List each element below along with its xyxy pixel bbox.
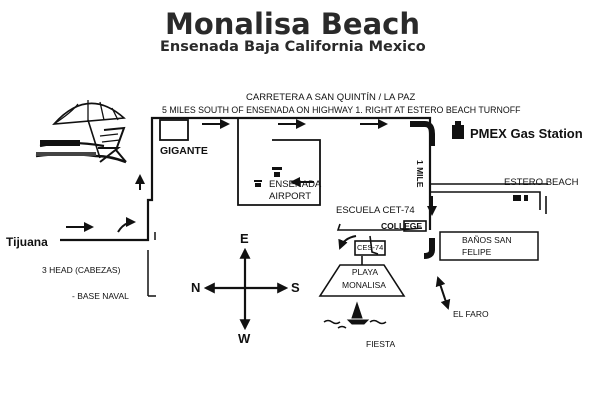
phone-icon (254, 167, 282, 187)
mile-label: 1 MILE (415, 160, 425, 188)
college-label: COLLEGE (381, 221, 423, 231)
beach-chair-icon (98, 126, 127, 163)
compass-e-label: E (240, 231, 249, 246)
college-area (336, 220, 427, 256)
base-naval-label: - BASE NAVAL (72, 291, 129, 301)
sailboat-icon (323, 301, 387, 329)
playa-monalisa-label: PLAYA MONALISA (342, 267, 386, 290)
three-head-label: 3 HEAD (CABEZAS) (42, 265, 121, 275)
beach-umbrella-icon (35, 100, 127, 164)
estero-road (430, 183, 548, 214)
estero-marks (513, 195, 528, 201)
compass-w-label: W (238, 331, 251, 346)
page-subtitle: Ensenada Baja California Mexico (160, 39, 426, 55)
page-title: Monalisa Beach (165, 7, 420, 41)
estero-beach-label: ESTERO BEACH (504, 177, 579, 188)
airport-block (237, 118, 321, 206)
college-sign-label: CES-74 (357, 243, 384, 252)
road-label-highway: CARRETERA A SAN QUINTÍN / LA PAZ (246, 92, 416, 103)
el-faro-label: EL FARO (453, 309, 489, 319)
tijuana-label: Tijuana (6, 235, 48, 249)
road-label-directions: 5 MILES SOUTH OF ENSENADA ON HIGHWAY 1. … (162, 105, 521, 115)
faro-road (435, 276, 451, 310)
playa-monalisa (318, 256, 406, 297)
banos-box (439, 231, 539, 261)
compass-s-label: S (291, 280, 300, 295)
banos-label: BAÑOS SAN FELIPE (462, 235, 512, 257)
gigante-label: GIGANTE (160, 145, 208, 157)
route-arrows (66, 119, 437, 250)
gigante-block (159, 119, 189, 141)
airport-label: ENSENADA AIRPORT (269, 179, 322, 202)
pemex-label: PMEX Gas Station (470, 126, 583, 141)
compass-n-label: N (191, 280, 201, 295)
fiesta-label: FIESTA (366, 339, 396, 349)
escuela-label: ESCUELA CET-74 (336, 205, 415, 216)
highway-route (60, 116, 435, 297)
pemex-icon (452, 121, 464, 139)
compass-rose (203, 247, 289, 331)
